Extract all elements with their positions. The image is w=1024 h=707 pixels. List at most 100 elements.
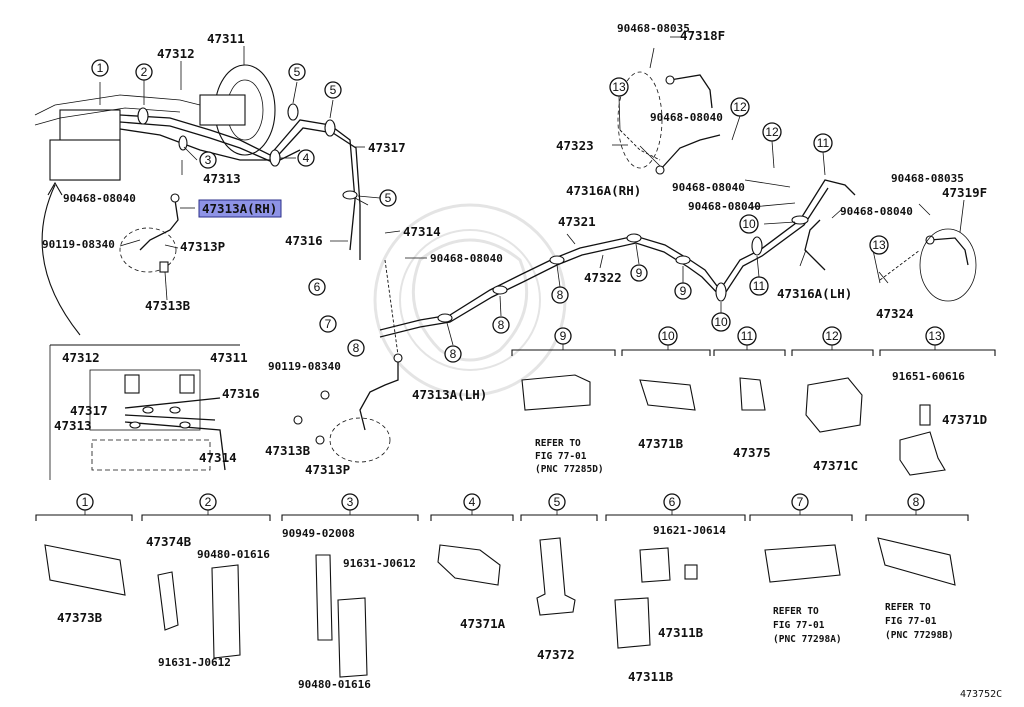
label-90468-08035-top: 90468-08035 <box>617 22 690 35</box>
p10-part: 47371B <box>638 436 684 451</box>
p8-refer: REFER TO <box>885 602 931 613</box>
leader-lines <box>99 36 965 346</box>
callout-3: 3 <box>205 153 212 167</box>
label-47313A-RH[interactable]: 47313A(RH) <box>202 201 277 216</box>
label-47314: 47314 <box>403 224 441 239</box>
label-47318F: 47318F <box>680 28 725 43</box>
label-47316A-LH: 47316A(LH) <box>777 286 852 301</box>
p7-fig: FIG 77-01 <box>773 620 825 631</box>
callout-13b: 13 <box>872 238 886 252</box>
label-90119-08340-top: 90119-08340 <box>42 238 115 251</box>
label-90119-08340-mid: 90119-08340 <box>268 360 341 373</box>
label-47313: 47313 <box>203 171 241 186</box>
bottom-callout-5: 5 <box>554 495 561 509</box>
p7-refer: REFER TO <box>773 606 819 617</box>
p13-part: 47371D <box>942 412 987 427</box>
p9-pnc: (PNC 77285D) <box>535 464 604 475</box>
panel-row-bottom: 1 47373B 2 47374B 90480-01616 91631-J061… <box>35 493 969 691</box>
p6-bolt: 91621-J0614 <box>653 524 726 537</box>
label-90468-08040-r2: 90468-08040 <box>672 181 745 194</box>
label-47312: 47312 <box>157 46 195 61</box>
callout-12b: 12 <box>765 125 779 139</box>
p9-fig: FIG 77-01 <box>535 451 587 462</box>
callout-8a: 8 <box>353 341 360 355</box>
p3-a: 90949-02008 <box>282 527 355 540</box>
p6-b: 47311B <box>628 669 674 684</box>
image-reference-number: 473752C <box>960 689 1002 700</box>
detail-label-47316: 47316 <box>222 386 260 401</box>
p11-part: 47375 <box>733 445 771 460</box>
callout-13a: 13 <box>612 80 626 94</box>
p1-part: 47373B <box>57 610 103 625</box>
callout-12a: 12 <box>733 100 747 114</box>
callout-5c: 5 <box>385 191 392 205</box>
callout-5a: 5 <box>294 65 301 79</box>
label-47322: 47322 <box>584 270 622 285</box>
p4-part: 47371A <box>460 616 506 631</box>
bottom-callout-8: 8 <box>913 495 920 509</box>
rear-flex-hoses <box>617 71 977 302</box>
label-90468-08040-mid: 90468-08040 <box>430 252 503 265</box>
callout-1: 1 <box>97 61 104 75</box>
p9-refer: REFER TO <box>535 438 581 449</box>
callout-8d: 8 <box>557 288 564 302</box>
callout-2: 2 <box>141 65 148 79</box>
highlight-box-47313A-RH <box>198 199 282 218</box>
label-47313A-LH: 47313A(LH) <box>412 387 487 402</box>
label-47323: 47323 <box>556 138 594 153</box>
detail-arrow <box>41 184 81 336</box>
label-47321: 47321 <box>558 214 596 229</box>
p5-part: 47372 <box>537 647 575 662</box>
p8-pnc: (PNC 77298B) <box>885 630 954 641</box>
p3-c: 90480-01616 <box>298 678 371 691</box>
bottom-callout-6: 6 <box>669 495 676 509</box>
detail-label-47314: 47314 <box>199 450 237 465</box>
part-labels-top: 47311 47312 47313 90468-08040 47313A(RH)… <box>42 22 987 477</box>
callout-6: 6 <box>314 280 321 294</box>
callout-8b: 8 <box>450 347 457 361</box>
callout-9a: 9 <box>636 266 643 280</box>
label-47319F: 47319F <box>942 185 987 200</box>
p2-b: 90480-01616 <box>197 548 270 561</box>
label-90468-08040-r1: 90468-08040 <box>650 111 723 124</box>
detail-arrow-head <box>47 181 63 196</box>
label-47313B-top: 47313B <box>145 298 191 313</box>
front-flex-hose-rh <box>119 193 180 273</box>
callout-8c: 8 <box>498 318 505 332</box>
panel-callout-13: 13 <box>928 329 942 343</box>
p13-bolt: 91651-60616 <box>892 370 965 383</box>
p2-a: 47374B <box>146 534 192 549</box>
bottom-callout-4: 4 <box>469 495 476 509</box>
label-47316A-RH: 47316A(RH) <box>566 183 641 198</box>
p3-b: 91631-J0612 <box>343 557 416 570</box>
front-flex-hose-lh <box>293 259 403 463</box>
bottom-callout-2: 2 <box>205 495 212 509</box>
brake-pipes-front <box>119 103 361 260</box>
label-47313P-mid: 47313P <box>305 462 350 477</box>
panel-callout-11: 11 <box>741 329 754 343</box>
detail-label-47313: 47313 <box>54 418 92 433</box>
bottom-callout-7: 7 <box>797 495 804 509</box>
label-47317: 47317 <box>368 140 406 155</box>
p6-a: 47311B <box>658 625 704 640</box>
label-47313P-top: 47313P <box>180 239 225 254</box>
label-47324: 47324 <box>876 306 914 321</box>
callout-4: 4 <box>303 151 310 165</box>
label-47311: 47311 <box>207 31 245 46</box>
callout-7: 7 <box>325 317 332 331</box>
callout-5b: 5 <box>330 83 337 97</box>
callouts-top: 1 2 3 4 5 5 5 6 7 8 8 8 8 9 9 10 10 11 1… <box>91 59 889 363</box>
detail-label-47311: 47311 <box>210 350 248 365</box>
label-47316: 47316 <box>285 233 323 248</box>
p2-c: 91631-J0612 <box>158 656 231 669</box>
detail-label-47312: 47312 <box>62 350 100 365</box>
detail-label-47317: 47317 <box>70 403 108 418</box>
panel-row-mid: 9 REFER TO FIG 77-01 (PNC 77285D) 10 473… <box>511 326 996 476</box>
bottom-callout-3: 3 <box>347 495 354 509</box>
callout-10b: 10 <box>742 217 756 231</box>
panel-callout-9: 9 <box>560 329 567 343</box>
callout-11b: 11 <box>817 136 830 150</box>
detail-inset <box>49 344 240 480</box>
label-90468-08040-r3: 90468-08040 <box>688 200 761 213</box>
